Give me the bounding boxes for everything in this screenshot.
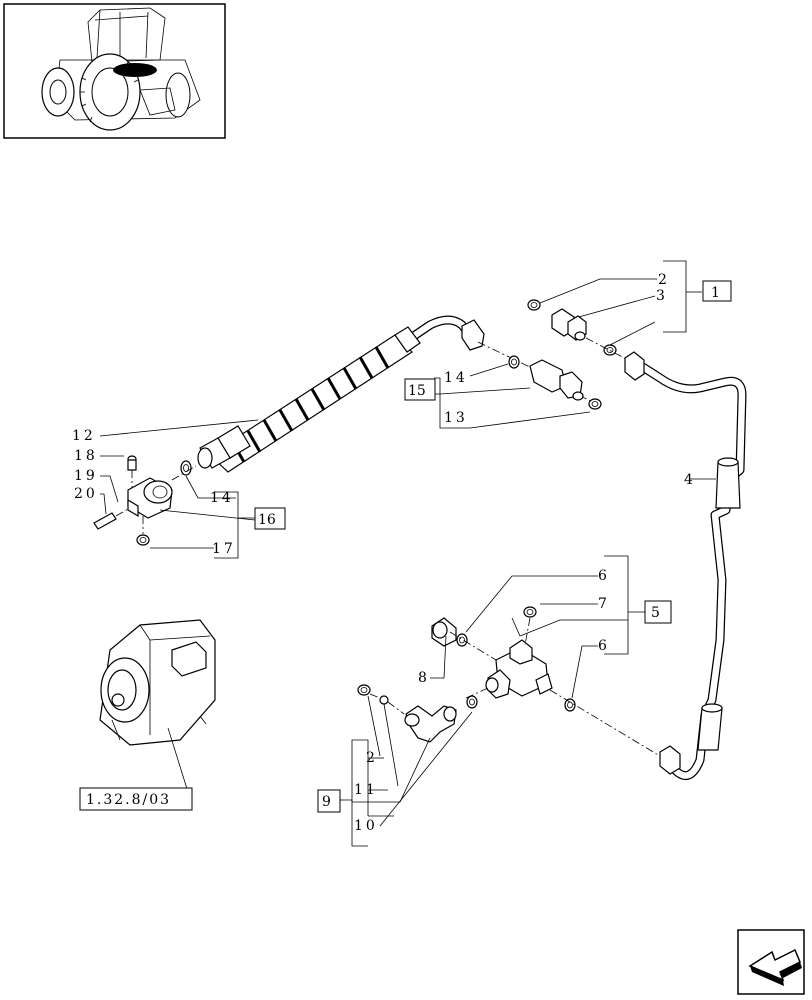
callout-box-15[interactable]: 15 [404,378,436,401]
svg-text:9: 9 [322,794,331,810]
callout-7: 7 [598,596,610,612]
callout-12: 12 [72,428,96,444]
callout-6-left: 6 [598,568,610,584]
callout-17: 17 [212,541,236,557]
callout-8: 8 [418,670,430,686]
hydraulic-pump-icon [99,619,216,746]
callout-2-top: 2 [658,272,670,288]
callout-14-upper: 14 [444,370,468,386]
callout-13: 13 [444,410,468,426]
svg-text:15: 15 [408,383,426,399]
svg-text:1: 1 [711,285,720,301]
callout-6-right: 6 [598,638,610,654]
callout-14-lower: 14 [210,490,234,506]
callout-10: 10 [354,818,378,834]
svg-text:1.32.8/03: 1.32.8/03 [86,792,171,808]
callout-20: 20 [74,486,98,502]
callout-18: 18 [74,448,98,464]
callout-box-1[interactable]: 1 [702,280,732,302]
reference-box[interactable]: 1.32.8/03 [79,787,193,811]
svg-text:16: 16 [258,512,276,528]
tractor-thumbnail-icon [3,3,226,139]
svg-text:5: 5 [651,605,660,621]
callout-3: 3 [656,288,668,304]
callout-4: 4 [684,472,696,488]
callout-19: 19 [74,468,98,484]
callout-box-5[interactable]: 5 [644,600,672,624]
next-page-arrow-icon[interactable] [737,929,805,995]
callout-11: 11 [354,782,378,798]
callout-2-lower: 2 [366,750,378,766]
callout-box-16[interactable]: 16 [254,507,286,530]
callout-box-9[interactable]: 9 [317,789,341,813]
